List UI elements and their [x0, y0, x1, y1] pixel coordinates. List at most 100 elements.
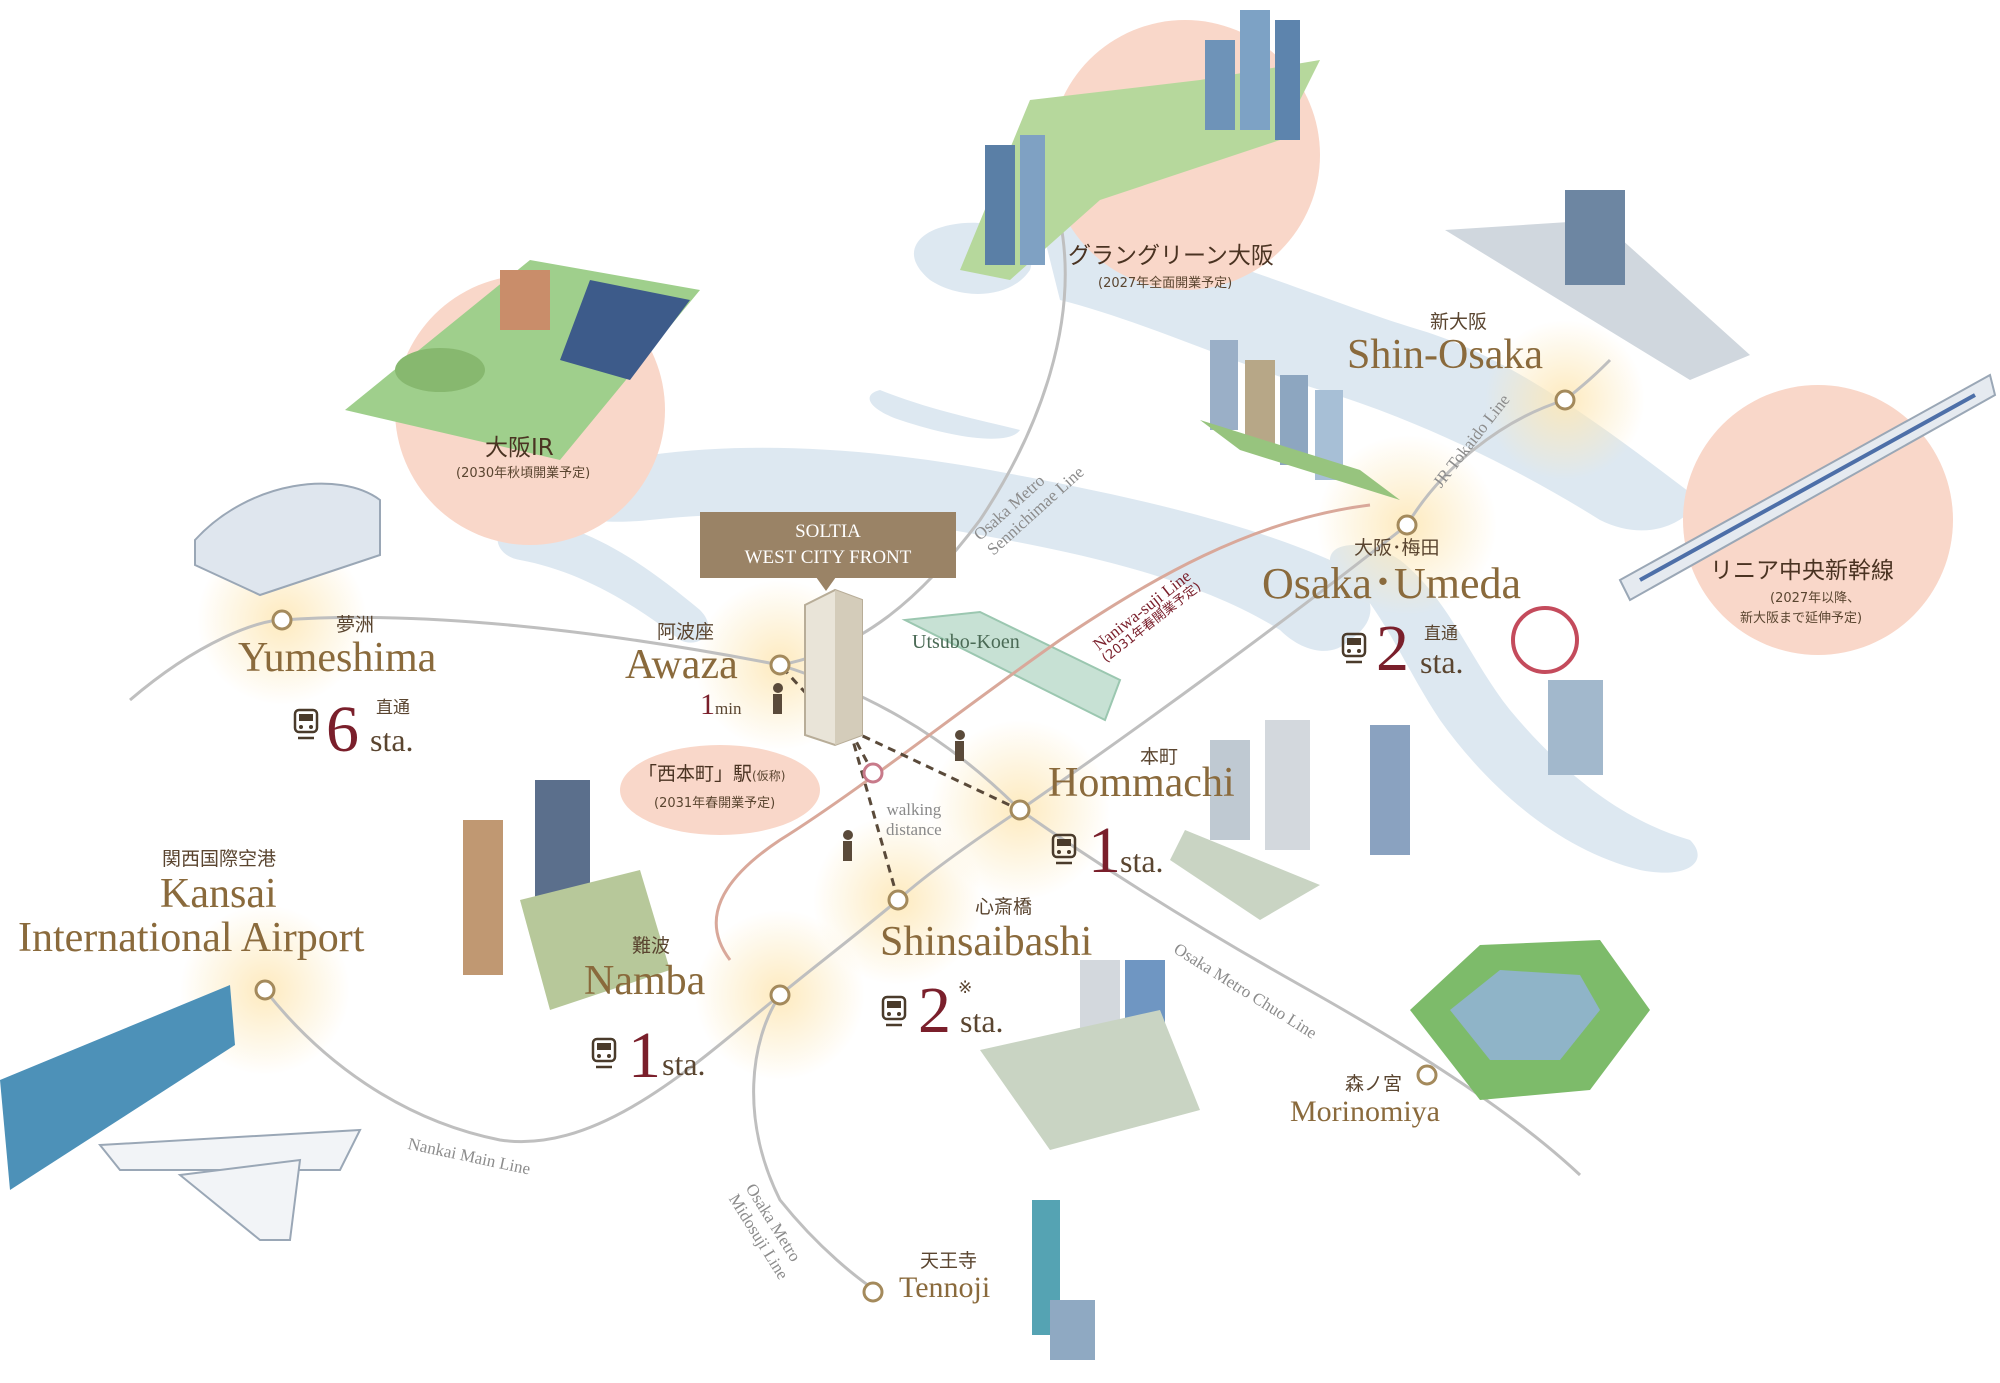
grangreen-illustration: [960, 10, 1320, 280]
station-marker-kansai: [254, 979, 276, 1001]
train-icon: [1050, 833, 1078, 865]
central-river: [560, 447, 1371, 651]
river-arm: [869, 390, 1020, 439]
station-en-tennoji: Tennoji: [899, 1271, 991, 1304]
nankai-line: [263, 989, 781, 1143]
awaza-tower-illustration: [804, 588, 863, 747]
sta-suffix-yumeshima: sta.: [370, 722, 414, 758]
station-en-shin-osaka: Shin-Osaka: [1347, 332, 1543, 378]
walking-person-icon: [773, 683, 965, 861]
building-name-line1: SOLTIA: [795, 521, 861, 542]
station-en-hommachi: Hommachi: [1048, 760, 1235, 806]
station-marker-shin-osaka: [1554, 389, 1576, 411]
sta-count-hommachi: 1: [1088, 814, 1121, 887]
sta-mark-shinsaibashi: ※: [958, 978, 973, 998]
walk-time-num: 1: [700, 688, 715, 721]
sta-suffix-shinsaibashi: sta.: [960, 1003, 1004, 1039]
walk-time-unit: min: [715, 699, 742, 718]
park-label-utsubo: Utsubo-Koen: [912, 631, 1020, 653]
train-icon: [292, 708, 320, 740]
sta-suffix-umeda: sta.: [1420, 644, 1464, 680]
sta-count-shinsaibashi: 2: [918, 974, 951, 1047]
station-jp-yumeshima: 夢洲: [336, 614, 375, 636]
station-jp-kansai: 関西国際空港: [162, 848, 277, 870]
planned-station-tentative: (仮称): [752, 769, 786, 783]
shin-osaka-illustration: [1445, 190, 1750, 380]
shinsaibashi-illustration: [980, 960, 1200, 1150]
direct-label-umeda: 直通: [1424, 624, 1458, 644]
linear-train-illustration: [1618, 373, 1997, 602]
station-marker-nishihommachi: [862, 762, 884, 784]
station-jp-hommachi: 本町: [1140, 746, 1179, 768]
station-jp-umeda: 大阪･梅田: [1354, 537, 1440, 559]
station-jp-tennoji: 天王寺: [920, 1250, 978, 1272]
direct-label-yumeshima: 直通: [376, 698, 410, 718]
station-jp-namba: 難波: [632, 935, 671, 957]
sta-count-umeda: 2: [1376, 612, 1409, 685]
station-jp-shinsaibashi: 心斎橋: [975, 896, 1033, 918]
umeda-illustration: [1200, 340, 1400, 500]
tennoji-illustration: [1032, 1200, 1095, 1360]
sta-count-namba: 1: [628, 1019, 661, 1092]
station-marker-yumeshima: [271, 609, 293, 631]
station-markers: [254, 389, 1576, 1303]
station-marker-awaza: [769, 654, 791, 676]
osaka-castle-illustration: [1410, 940, 1650, 1100]
station-marker-tennoji: [862, 1281, 884, 1303]
planned-station-bubble: [620, 745, 820, 835]
sta-suffix-hommachi: sta.: [1120, 843, 1164, 879]
station-en-awaza: Awaza: [625, 642, 738, 688]
walking-distance-label: walking distance: [886, 800, 942, 839]
building-name-box: SOLTIA WEST CITY FRONT: [700, 512, 956, 578]
landmark-note2-linear: 新大阪まで延伸予定): [1740, 611, 1863, 626]
yumeshima-line: [129, 615, 1022, 812]
yumeshima-illustration: [194, 482, 381, 597]
landmark-note-ir: (2030年秋頃開業予定): [456, 466, 591, 481]
train-icon: [1340, 632, 1368, 664]
station-marker-namba: [769, 984, 791, 1006]
hommachi-illustration: [1170, 720, 1410, 920]
station-en-yumeshima: Yumeshima: [238, 635, 437, 681]
namba-illustration: [463, 780, 670, 1010]
station-en-namba: Namba: [584, 958, 706, 1004]
landmark-note1-linear: (2027年以降、: [1770, 591, 1861, 606]
station-en-umeda: Osaka･Umeda: [1262, 559, 1522, 608]
landmark-note-grangreen: (2027年全面開業予定): [1098, 276, 1233, 291]
left-river: [497, 520, 709, 643]
rail-lines: [129, 219, 1612, 1292]
building-name-line2: WEST CITY FRONT: [744, 547, 912, 568]
station-en-kansai-line2: International Airport: [18, 915, 365, 961]
sta-suffix-namba: sta.: [662, 1046, 706, 1082]
station-jp-shin-osaka: 新大阪: [1430, 311, 1488, 333]
station-marker-umeda: [1396, 514, 1418, 536]
station-marker-shinsaibashi: [887, 889, 909, 911]
landmark-title-grangreen: グラングリーン大阪: [1068, 243, 1274, 269]
east-river: [1330, 545, 1698, 873]
planned-station-name: 「西本町」駅: [638, 763, 753, 785]
walk-routes: [778, 663, 1021, 901]
station-en-kansai-line1: Kansai: [160, 871, 277, 917]
midosuji-line: [752, 523, 1408, 1292]
station-en-morinomiya: Morinomiya: [1290, 1095, 1440, 1128]
sta-count-yumeshima: 6: [326, 693, 359, 766]
station-marker-morinomiya: [1416, 1064, 1438, 1086]
utsubo-park: [901, 610, 1122, 722]
landmark-title-linear: リニア中央新幹線: [1710, 558, 1894, 584]
planned-station-label: 「西本町」駅(仮称): [638, 765, 785, 784]
ir-illustration: [345, 260, 700, 460]
station-en-shinsaibashi: Shinsaibashi: [880, 919, 1093, 965]
building-name-pointer: [816, 577, 836, 591]
train-icon: [590, 1037, 618, 1069]
naniwa-suji-line: [714, 503, 1371, 961]
station-marker-hommachi: [1009, 799, 1031, 821]
planned-station-note: (2031年春開業予定): [654, 796, 776, 811]
tokaido-line: [1405, 358, 1612, 526]
station-jp-awaza: 阿波座: [657, 621, 715, 643]
airport-illustration: [0, 985, 362, 1241]
train-icon: [880, 995, 908, 1027]
umeda-wheel-illustration: [1511, 606, 1603, 775]
chuo-line: [1019, 808, 1582, 1177]
station-jp-morinomiya: 森ノ宮: [1345, 1073, 1403, 1095]
walk-time: 1min: [700, 690, 741, 720]
